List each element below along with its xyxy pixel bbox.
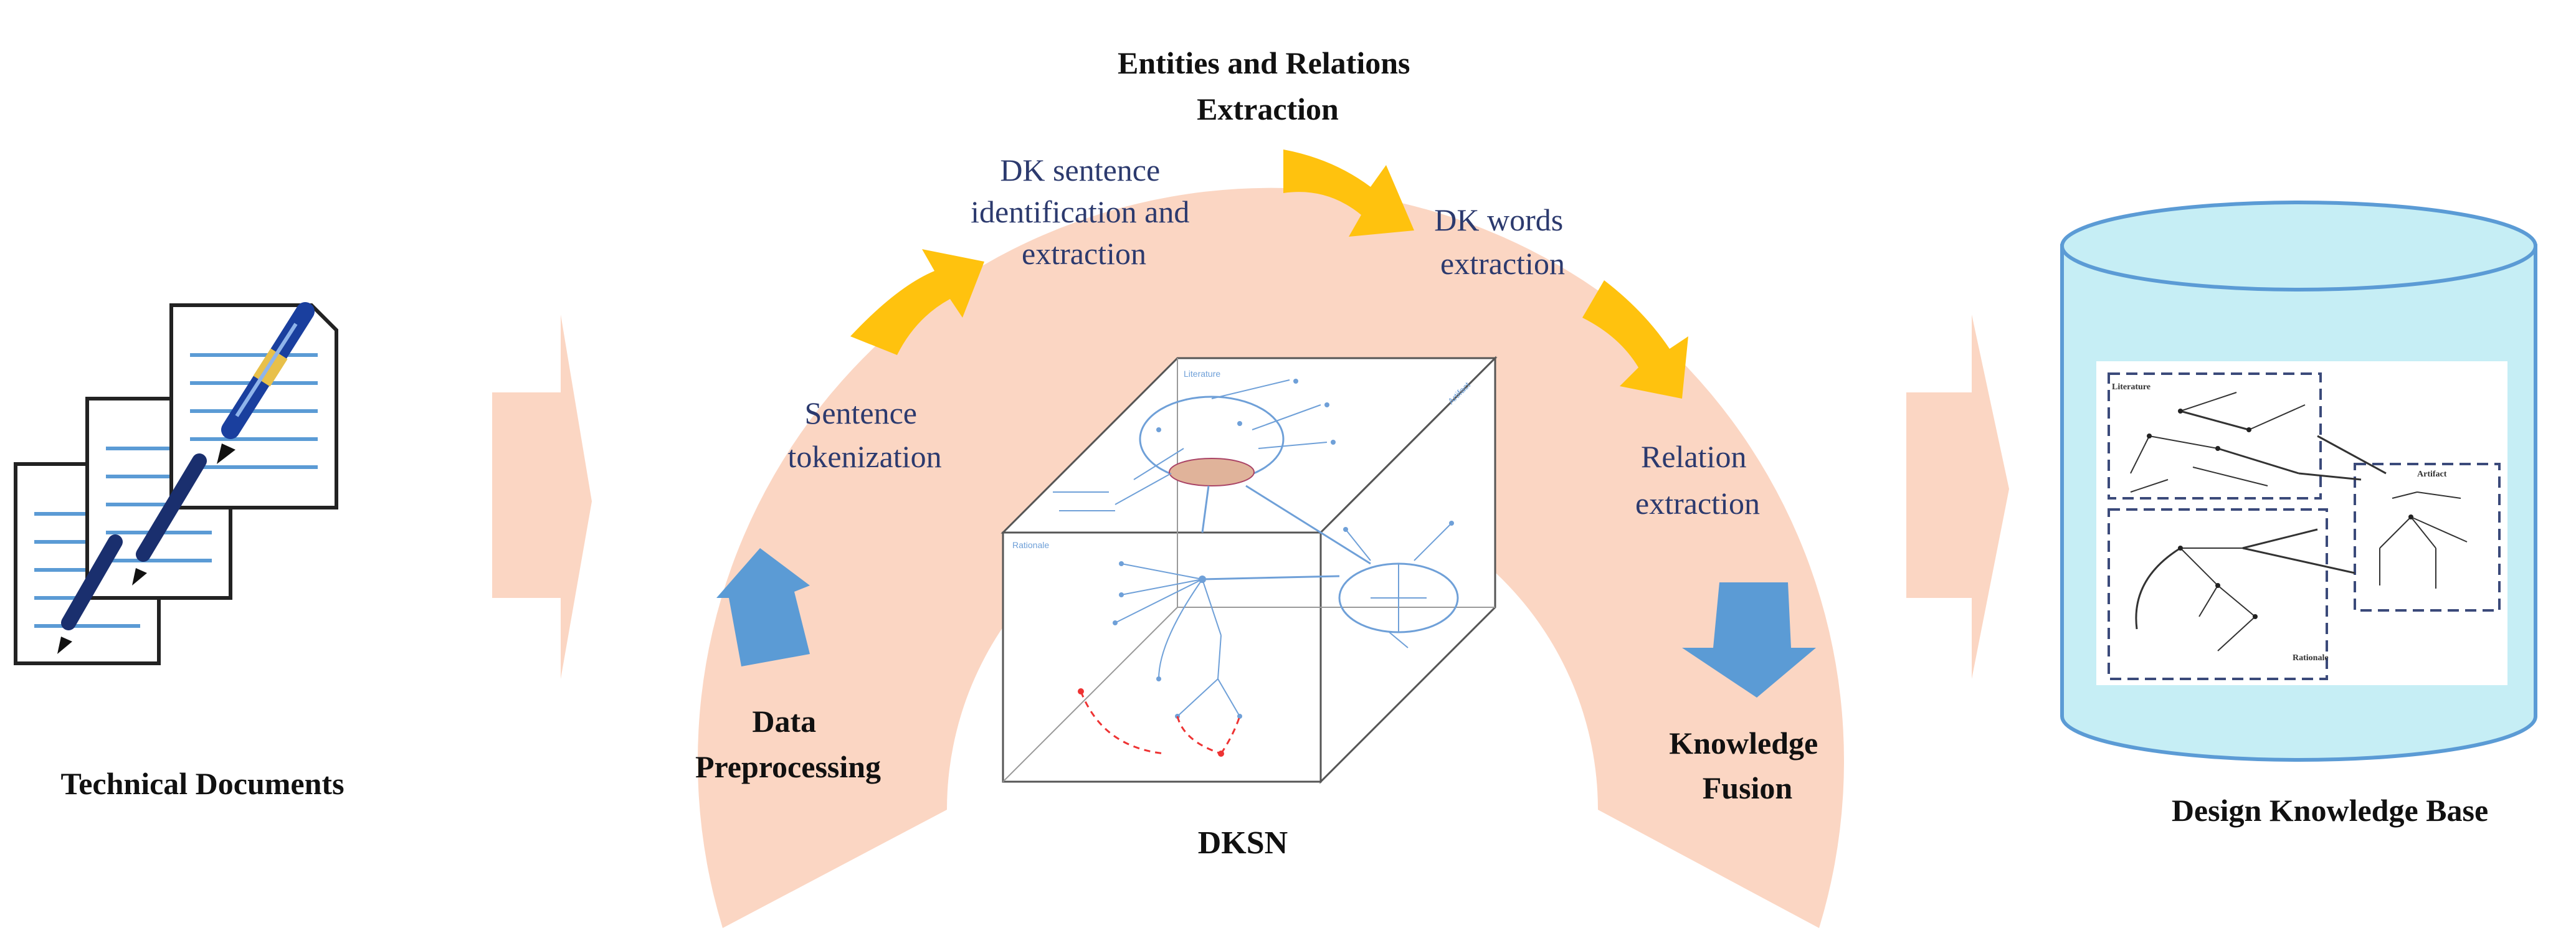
- kb-network-graph: Literature Artifact Rationale: [2108, 372, 2501, 680]
- yellow-arrow-2: [1283, 149, 1414, 237]
- dksn-network-cube: Literature Artifact Rationale: [1000, 356, 1498, 784]
- design-knowledge-base-label: Design Knowledge Base: [2172, 793, 2488, 828]
- step-dk-sentence-extraction: DK sentence identification and extractio…: [971, 153, 1197, 271]
- svg-text:Literature: Literature: [1184, 369, 1220, 379]
- step-sentence-tokenization: Sentence tokenization: [787, 396, 941, 474]
- technical-documents-icon: [14, 302, 338, 665]
- flow-arrow-right: [1906, 315, 2009, 679]
- svg-text:Artifact: Artifact: [2417, 470, 2447, 479]
- flow-arrow-left: [492, 315, 592, 679]
- blue-arrow-up: [716, 548, 810, 666]
- pen-icon: [57, 302, 315, 654]
- blue-arrow-down: [1682, 582, 1816, 698]
- dksn-label: DKSN: [1198, 825, 1288, 861]
- yellow-arrow-1: [850, 249, 984, 355]
- step-data-preprocessing: Data Preprocessing: [695, 704, 881, 784]
- step-entities-relations-extraction: Entities and Relations Extraction: [1118, 45, 1418, 126]
- step-knowledge-fusion: Knowledge Fusion: [1669, 726, 1825, 805]
- process-arc: [698, 187, 1844, 928]
- svg-text:Rationale: Rationale: [1012, 540, 1049, 550]
- design-knowledge-base-cylinder: Literature Artifact Rationale: [2060, 201, 2537, 762]
- svg-text:Literature: Literature: [2112, 382, 2151, 392]
- step-relation-extraction: Relation extraction: [1635, 439, 1760, 521]
- yellow-arrow-3: [1582, 280, 1688, 399]
- svg-text:Rationale: Rationale: [2293, 653, 2329, 663]
- technical-documents-label: Technical Documents: [60, 766, 344, 801]
- step-dk-words-extraction: DK words extraction: [1434, 202, 1571, 281]
